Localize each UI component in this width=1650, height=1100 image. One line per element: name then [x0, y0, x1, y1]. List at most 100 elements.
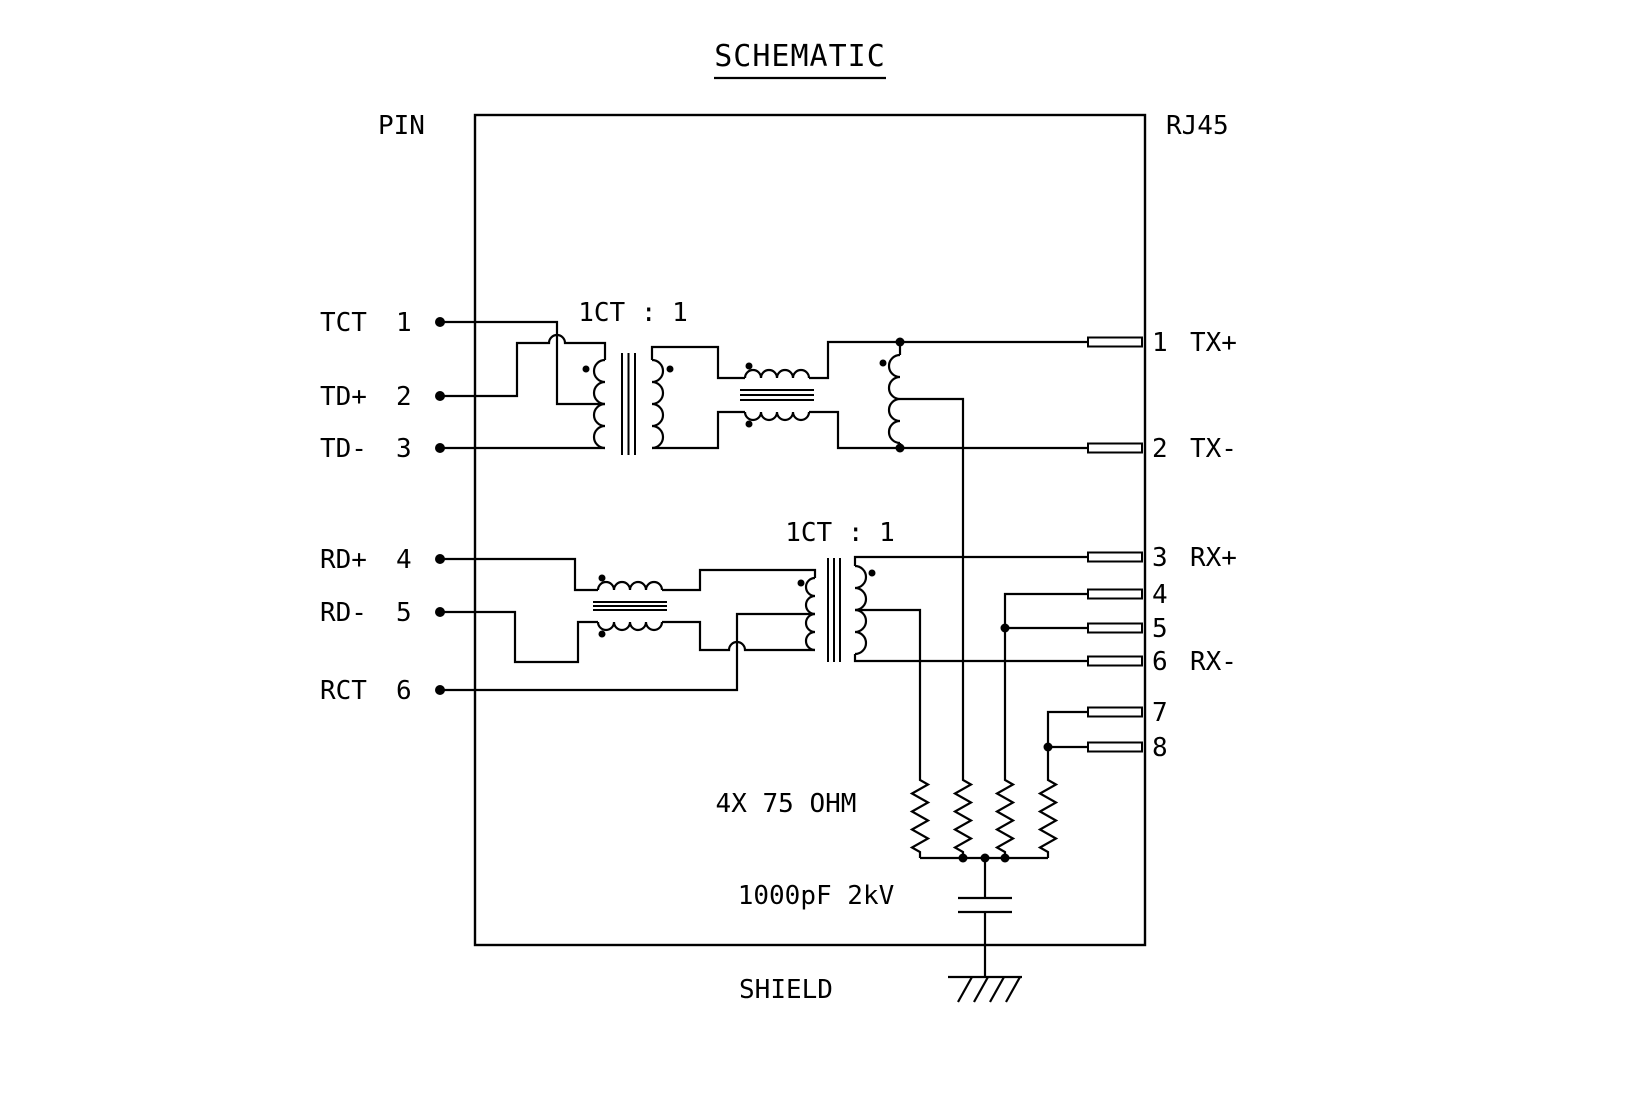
left-pin-number: 3 [396, 434, 412, 464]
tx-common-mode-choke [740, 362, 814, 428]
tx-plus-line [809, 340, 1088, 380]
rj45-column-header: RJ45 [1166, 111, 1229, 141]
rx-choke-to-transformer-top [662, 568, 817, 592]
secondary-winding [651, 358, 665, 450]
junction-dot [1000, 623, 1010, 633]
rj45-pin-number: 6 [1152, 647, 1168, 677]
left-pin-number: 6 [396, 676, 412, 706]
rj45-pin-contact [1087, 622, 1143, 634]
tx-line-choke [879, 353, 901, 445]
rj45-pin-number: 5 [1152, 614, 1168, 644]
rj45-pin-contact [1087, 655, 1143, 667]
rct-center-tap-wire [440, 612, 815, 692]
junction-dot [895, 337, 905, 347]
chassis-ground: SHIELD [739, 975, 1022, 1005]
rx-wiring [440, 555, 1088, 775]
rx-choke-to-transformer-bottom [662, 620, 815, 652]
phase-dot [598, 574, 606, 582]
rx-minus-line [853, 654, 1088, 663]
tct-center-tap-wire [440, 320, 605, 406]
rj45-pin-number: 4 [1152, 580, 1168, 610]
rx-common-mode-choke [593, 574, 667, 638]
schematic-title: SCHEMATIC [714, 39, 886, 74]
secondary-winding [854, 564, 868, 656]
resistor [1037, 775, 1059, 858]
rj45-pin-signal: TX+ [1190, 328, 1237, 358]
left-pin-name: TD+ [320, 382, 367, 412]
module-outline [473, 113, 1147, 947]
junction-dot [958, 853, 968, 863]
rj45-pin-number: 7 [1152, 698, 1168, 728]
ground-hatch [989, 976, 1005, 1003]
junction-dot [1000, 853, 1010, 863]
left-pin-labels: TCT 1 TD+ 2 TD- 3 RD+ 4 RD- 5 RCT 6 [320, 308, 445, 706]
rd-minus-wire [440, 610, 598, 664]
choke-bottom-winding [596, 621, 664, 632]
tx-secondary-bottom-wire [652, 410, 745, 450]
td-plus-wire [440, 333, 607, 398]
rx-isolation-transformer: 1CT : 1 [785, 518, 895, 662]
ground-hatch [1005, 976, 1021, 1003]
pin-column-header: PIN [378, 111, 425, 141]
left-pin-name: RD- [320, 598, 367, 628]
rj45-pin-number: 2 [1152, 434, 1168, 464]
tx-secondary-top-wire [650, 345, 745, 380]
tx-transformer-ratio-label: 1CT : 1 [578, 298, 688, 328]
rj45-pin-signal: TX- [1190, 434, 1237, 464]
phase-dot [598, 630, 606, 638]
rj45-pin-signal: RX- [1190, 647, 1237, 677]
resistor [909, 775, 931, 858]
left-pin-name: TD- [320, 434, 367, 464]
phase-dot [666, 365, 674, 373]
choke-top-winding [743, 368, 811, 379]
phase-dot [879, 359, 887, 367]
left-pin-number: 5 [396, 598, 412, 628]
primary-winding [592, 358, 606, 450]
rj45-pin-contact [1087, 551, 1143, 563]
rj45-pin-contact [1087, 741, 1143, 753]
left-pin-name: TCT [320, 308, 367, 338]
termination-resistors: 4X 75 OHM [716, 775, 1059, 863]
ground-hatch [973, 976, 989, 1003]
choke-bottom-winding [743, 411, 811, 422]
rj45-pin-contact [1087, 442, 1143, 454]
left-pin-number: 2 [396, 382, 412, 412]
choke-top-winding [596, 580, 664, 591]
capacitor-label: 1000pF 2kV [738, 881, 895, 911]
phase-dot [868, 569, 876, 577]
junction-dot [1043, 742, 1053, 752]
primary-winding [804, 576, 816, 652]
phase-dot [797, 579, 805, 587]
rj45-pin-contact [1087, 336, 1143, 348]
rj45-pins: 1 TX+ 2 TX- 3 RX+ 4 5 6 RX- 7 8 [1000, 328, 1237, 775]
pin7-wire [1046, 710, 1088, 775]
rx-center-tap-to-resistor [855, 608, 922, 775]
shield-label: SHIELD [739, 975, 833, 1005]
tx-center-tap-to-resistor [900, 397, 965, 775]
phase-dot [582, 365, 590, 373]
pin4-wire [1003, 592, 1088, 775]
ground-hatch [957, 976, 973, 1003]
rj45-pin-contact [1087, 706, 1143, 718]
junction-dot [895, 443, 905, 453]
tx-minus-line [809, 410, 1088, 450]
rj45-pin-signal: RX+ [1190, 543, 1237, 573]
tx-isolation-transformer: 1CT : 1 [578, 298, 688, 455]
left-pin-name: RCT [320, 676, 367, 706]
tx-wiring [440, 320, 1088, 775]
phase-dot [745, 362, 753, 370]
rx-plus-line [853, 555, 1088, 566]
rj45-pin-contact [1087, 588, 1143, 600]
shield-capacitor: 1000pF 2kV [738, 858, 1012, 977]
line-choke-winding [887, 353, 901, 445]
rj45-pin-number: 8 [1152, 733, 1168, 763]
resistors-label: 4X 75 OHM [716, 789, 857, 819]
phase-dot [745, 420, 753, 428]
rj45-pin-number: 1 [1152, 328, 1168, 358]
resistor [994, 775, 1016, 858]
left-pin-number: 4 [396, 545, 412, 575]
left-pin-number: 1 [396, 308, 412, 338]
rd-plus-wire [440, 557, 598, 592]
